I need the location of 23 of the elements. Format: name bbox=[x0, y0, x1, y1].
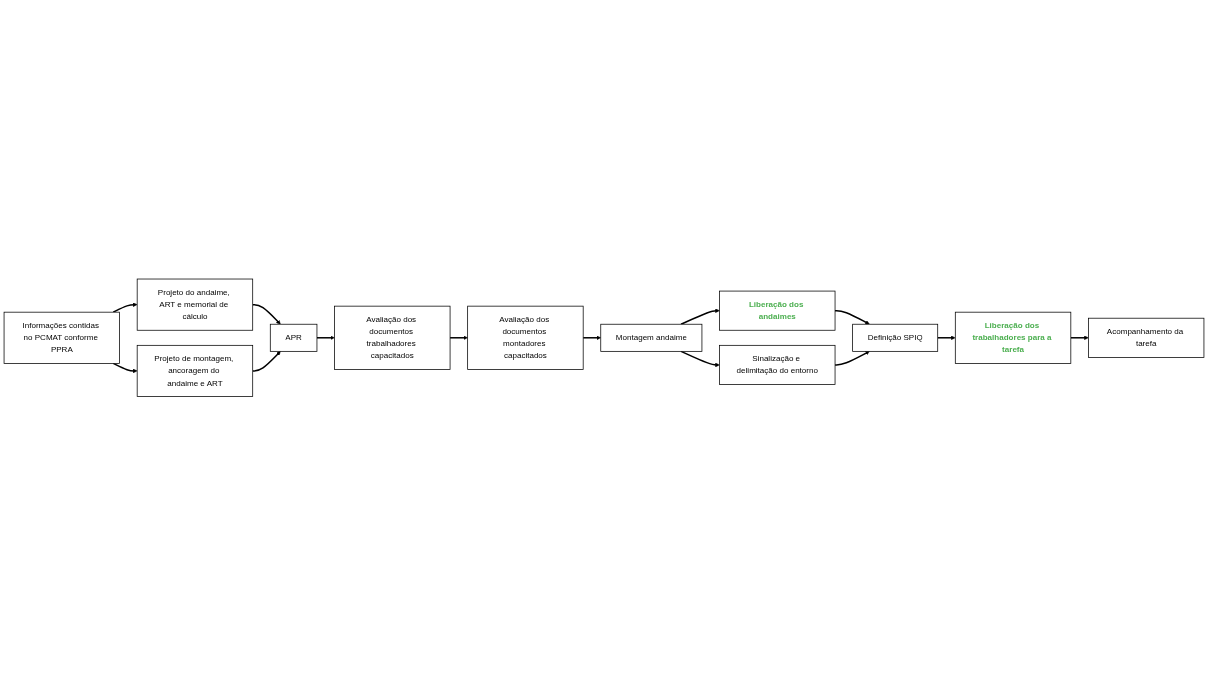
node-box: Montagem andaime bbox=[600, 323, 703, 352]
arrow bbox=[251, 303, 281, 325]
arrow bbox=[1070, 335, 1089, 340]
arrow bbox=[834, 309, 870, 325]
node-box: Avaliação dos documentos montadores capacitados bbox=[467, 305, 584, 370]
node-box: Liberação dos andaimes bbox=[719, 290, 836, 331]
arrow bbox=[251, 350, 281, 372]
node-box: Sinalização e delimitação do entorno bbox=[719, 344, 836, 385]
arrow bbox=[936, 335, 956, 340]
node-box: Acompanhamento da tarefa bbox=[1088, 317, 1205, 358]
node-box: Informações contidas no PCMAT conforme PPRA bbox=[3, 311, 120, 364]
node-box: Projeto do andaime, ART e memorial de cálculo bbox=[136, 278, 254, 331]
node-box: Avaliação dos documentos trabalhadores capacitados bbox=[334, 305, 451, 370]
node-box: APR bbox=[269, 323, 318, 352]
node-box: Definição SPIQ bbox=[852, 323, 939, 352]
node-box: Liberação dos trabalhadores para a tarefa bbox=[954, 311, 1072, 364]
arrow bbox=[834, 350, 870, 366]
arrow bbox=[316, 335, 335, 340]
node-box: Projeto de montagem, ancoragem do andaime e ART bbox=[136, 344, 254, 397]
arrow bbox=[680, 350, 720, 367]
arrow bbox=[582, 335, 601, 340]
arrow bbox=[112, 362, 138, 373]
arrow bbox=[449, 335, 468, 340]
